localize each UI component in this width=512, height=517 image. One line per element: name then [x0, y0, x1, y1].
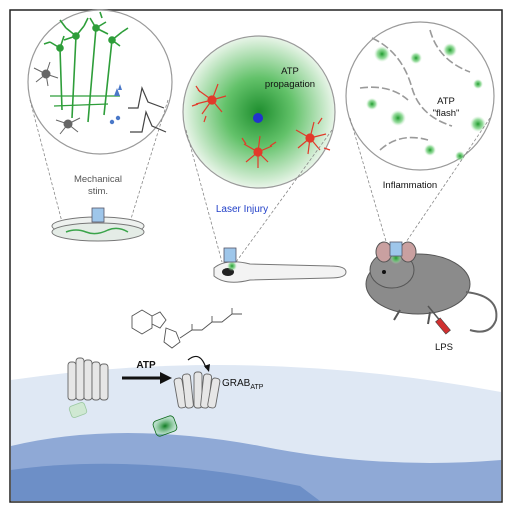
sensor-dim [68, 402, 88, 418]
red-astrocytes [191, 83, 331, 168]
inflammation-panel: ATP "flash" Inflammation LPS [345, 21, 498, 353]
calcium-traces [128, 85, 167, 133]
mechanical-objective [91, 207, 105, 223]
zebrafish-injury-glow [227, 261, 237, 271]
mouse: LPS [365, 241, 498, 353]
inflammation-zoom-lines [349, 117, 491, 249]
atp-flash-line1: ATP [437, 96, 455, 107]
mechanical-panel: Mechanical stim. [27, 9, 173, 242]
grab-label: GRABATP [222, 378, 264, 391]
lps-label: LPS [435, 342, 453, 353]
atp-flash-dots [366, 43, 486, 161]
red-astrocyte-2 [241, 135, 277, 168]
cell-membrane [11, 365, 501, 501]
stimulus-drops [109, 84, 122, 125]
mouse-eye [382, 270, 386, 274]
laser-magnified-circle [182, 35, 336, 189]
lps-syringe [427, 305, 451, 335]
mouse-objective [389, 241, 403, 257]
mouse-legs [393, 309, 431, 325]
receptor-active [152, 355, 221, 437]
red-astrocyte-3 [295, 117, 331, 155]
mechanical-zoom-lines [29, 99, 169, 223]
inflammation-magnified-circle [345, 21, 495, 171]
gray-astrocytes [33, 61, 81, 135]
mechanical-magnified-circle [27, 9, 173, 155]
blood-vessels [359, 29, 471, 151]
neuron-cluster [43, 11, 129, 123]
atp-flash-line2: "flash" [433, 108, 460, 119]
atp-propagation-line2: propagation [265, 79, 315, 90]
atp-propagation-line1: ATP [281, 66, 299, 77]
mechanical-label-line2: stim. [88, 186, 108, 197]
atp-arrow-label: ATP [136, 360, 156, 371]
zebrafish-larva [213, 247, 347, 283]
mechanical-label-line1: Mechanical [74, 174, 122, 185]
laser-objective [223, 247, 237, 263]
petri-dish [51, 207, 145, 242]
atp-molecule [131, 308, 242, 349]
atp-arrow-head [160, 372, 172, 384]
receptor-inactive [67, 357, 109, 418]
red-astrocyte-1 [191, 83, 227, 123]
mouse-tail [465, 291, 498, 333]
sensor-bright [152, 415, 178, 437]
laser-zoom-lines [185, 129, 333, 263]
laser-spot [253, 113, 263, 123]
grab-sensor-schematic: ATP GRABATP [67, 308, 264, 437]
laser-injury-label: Laser Injury [216, 204, 268, 215]
inflammation-label: Inflammation [383, 180, 437, 191]
binding-arrow [187, 355, 207, 369]
laser-panel: ATP propagation Laser Injury [182, 35, 347, 283]
